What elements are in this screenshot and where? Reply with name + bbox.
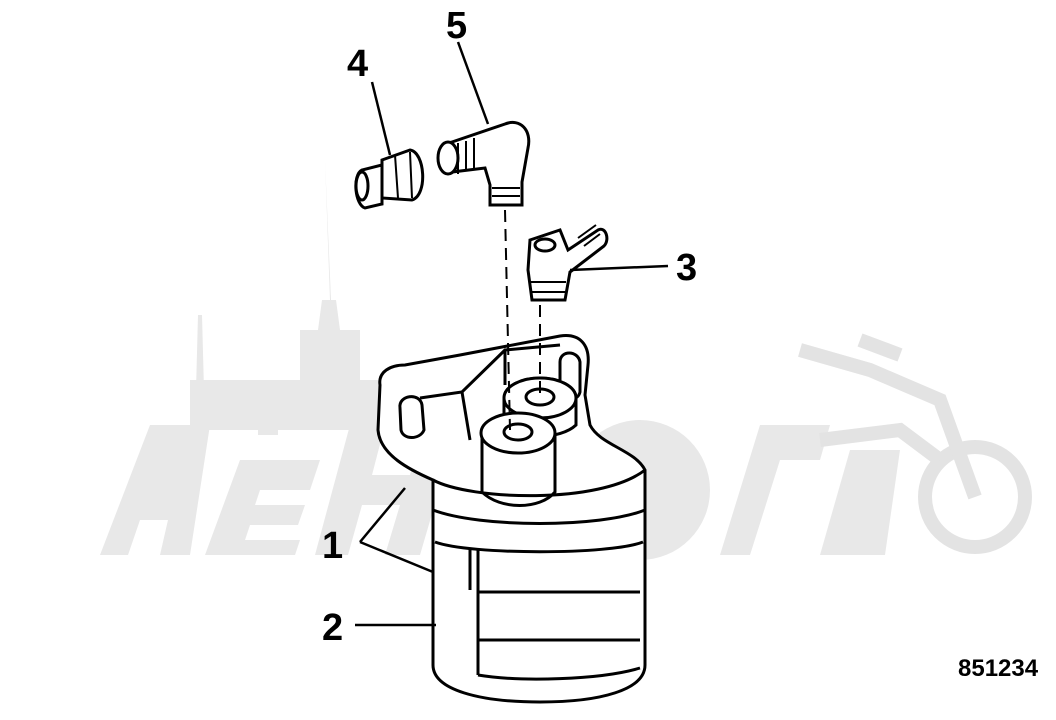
figure-number: 851234: [958, 655, 1039, 682]
motorcycle-watermark-icon: [798, 333, 1032, 554]
callout-2: 2: [322, 607, 343, 649]
elbow-fitting: [436, 121, 531, 207]
filter-head: [376, 334, 647, 525]
filter-canister: [431, 498, 647, 704]
callout-5: 5: [446, 5, 467, 47]
barb-fitting: [526, 224, 609, 302]
callout-3: 3: [676, 247, 697, 289]
assembly-lines: [504, 209, 541, 431]
flare-nut: [354, 148, 425, 210]
spire-watermark-icon: [190, 160, 400, 435]
callout-4: 4: [347, 43, 368, 85]
leader-lines: [355, 41, 669, 627]
callout-1: 1: [322, 525, 343, 567]
